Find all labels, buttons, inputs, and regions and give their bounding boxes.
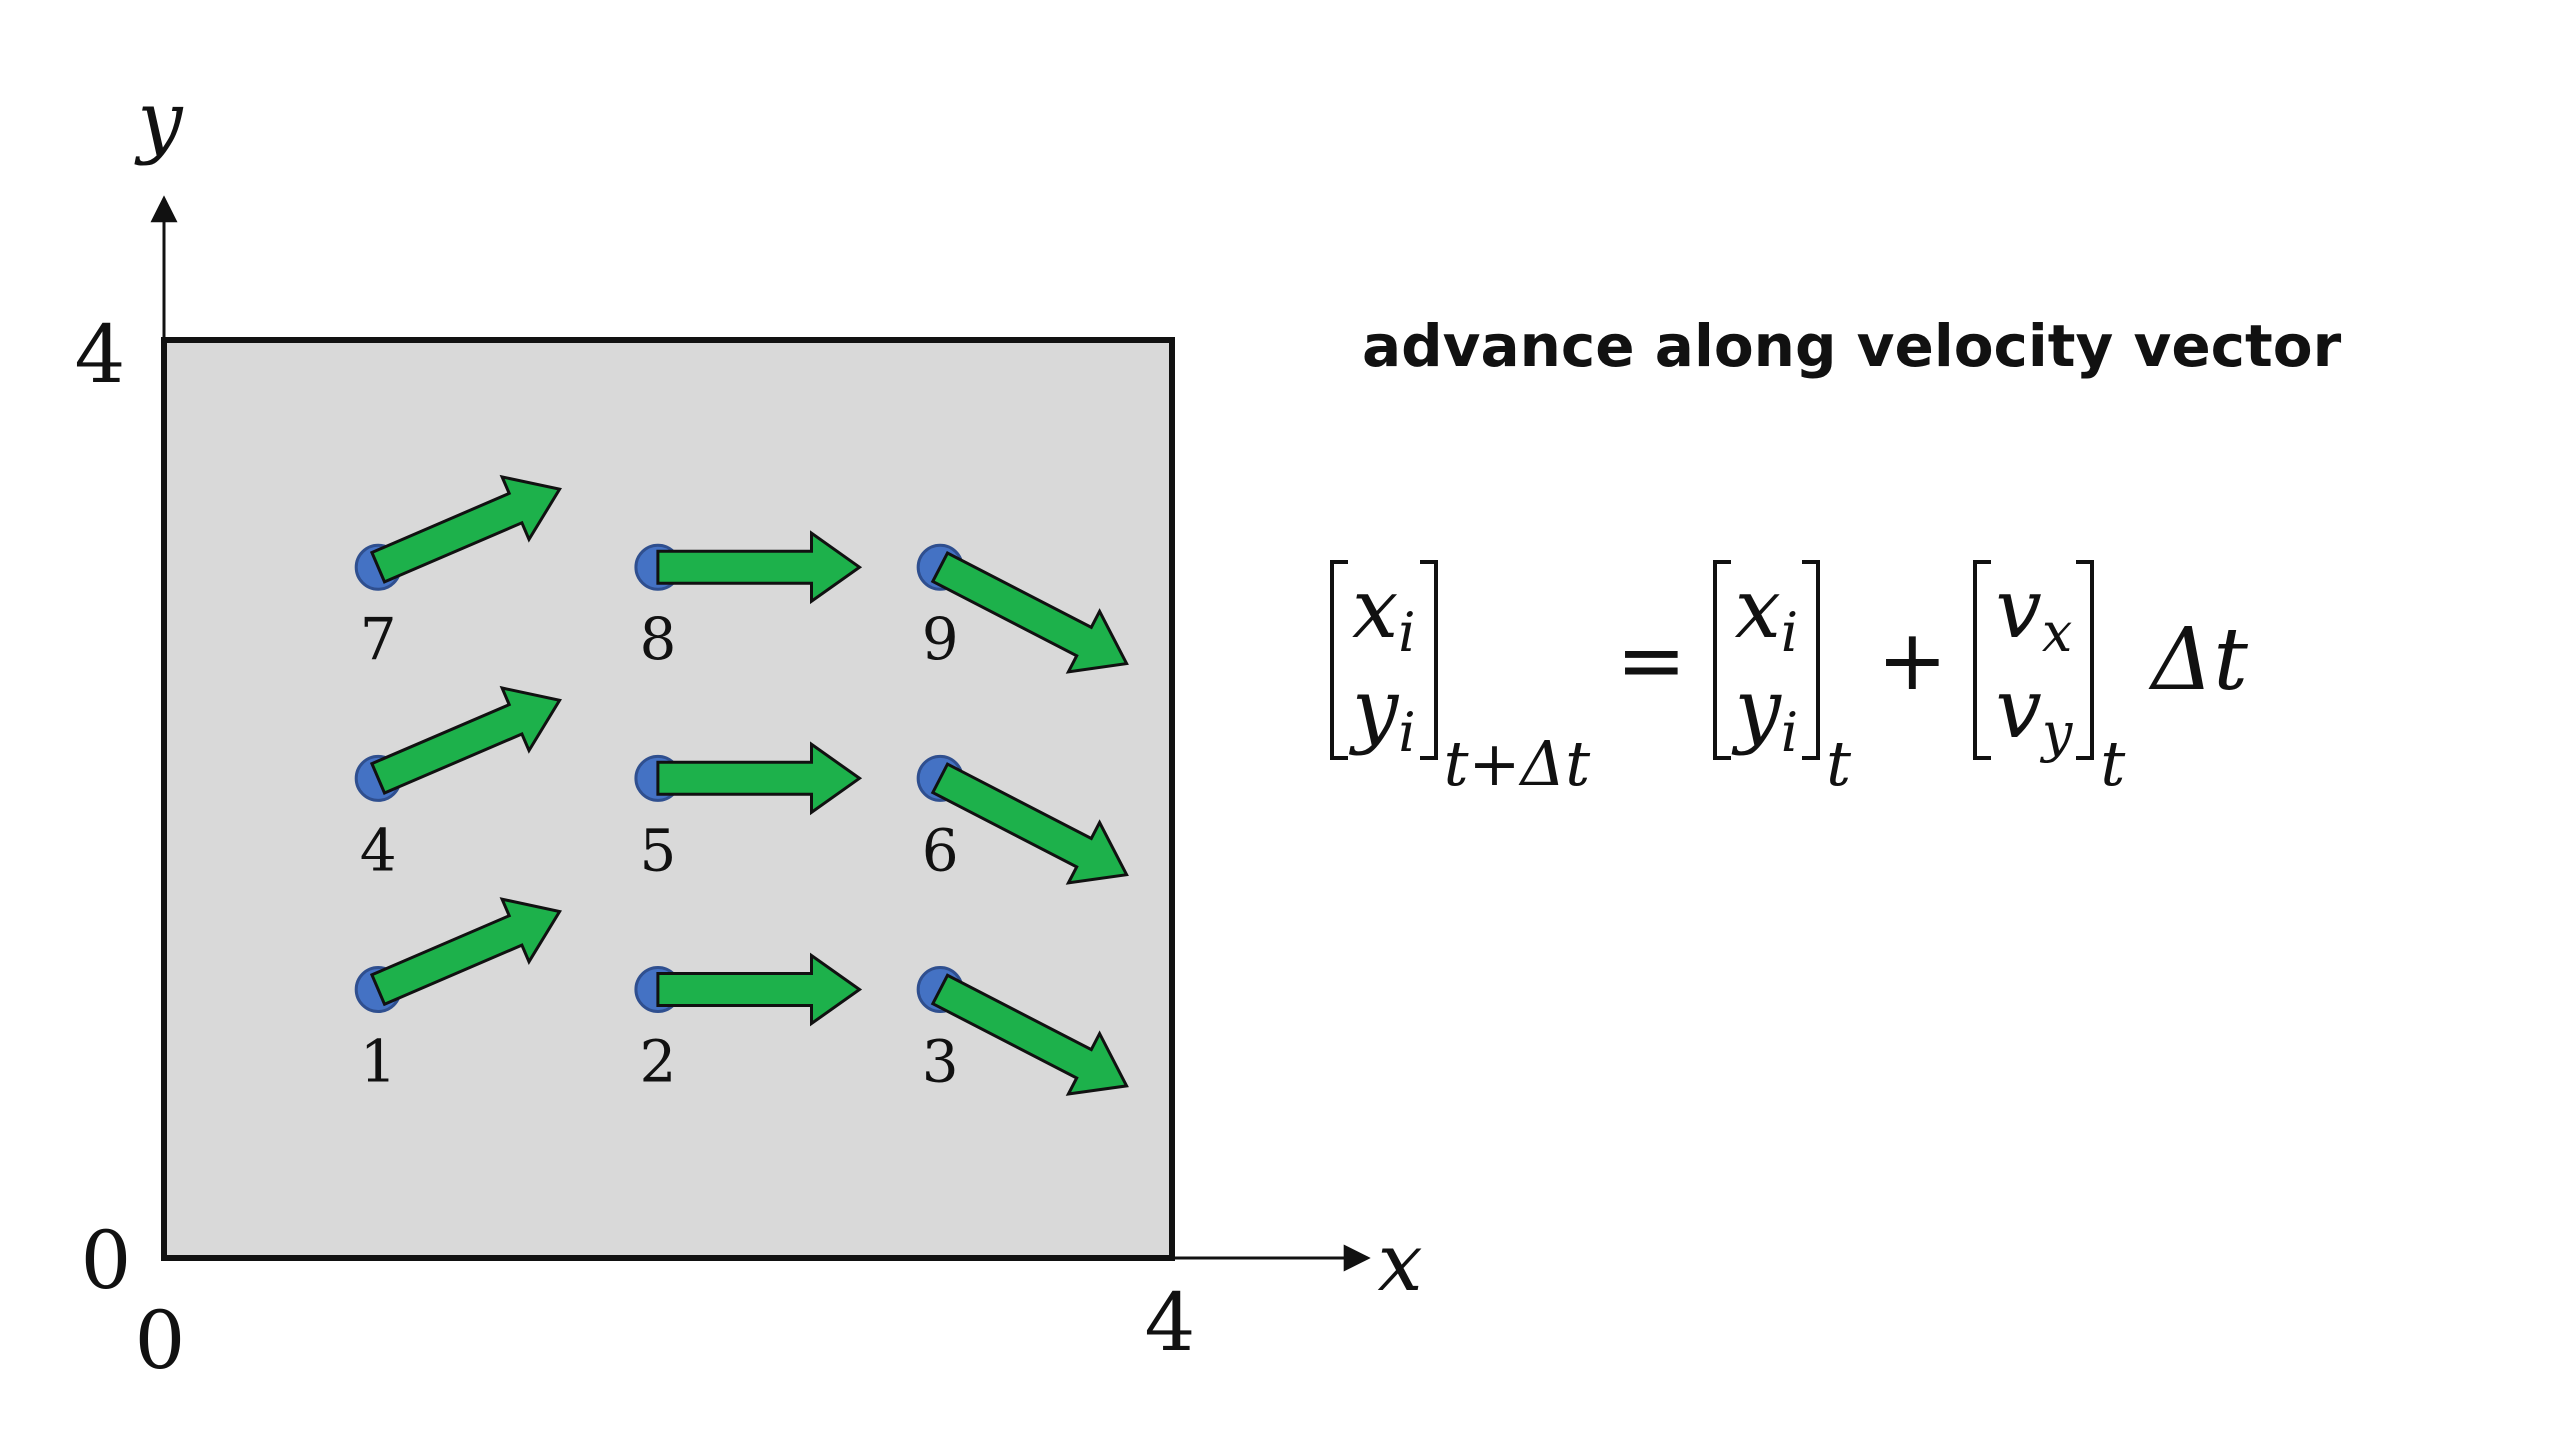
x-tick-max: 4 [1145, 1276, 1196, 1369]
particle-6-label: 6 [922, 816, 959, 884]
particle-7-velocity-arrow [369, 474, 562, 584]
particle-8-velocity-arrow [656, 530, 863, 605]
particle-1-velocity-arrow [369, 897, 562, 1007]
particle-3-label: 3 [922, 1027, 959, 1095]
lhs-matrix: xi yi [1330, 560, 1438, 760]
velocity-top-entry: vx [1995, 562, 2073, 664]
mid-matrix: xi yi [1712, 560, 1821, 764]
y-axis-label: y [134, 74, 184, 167]
particle-8-label: 8 [639, 605, 676, 673]
particle-6-velocity-arrow [930, 762, 1129, 885]
velocity-vector: vx vy t [1973, 560, 2125, 800]
particle-4-velocity-arrow [369, 685, 562, 795]
advection-equation: xi yi t+Δt = xi yi t + vx vy t Δt [1330, 540, 2450, 800]
particle-3-velocity-arrow [930, 973, 1129, 1096]
particle-9-velocity-arrow [930, 550, 1129, 674]
mid-subscript: t [1826, 727, 1852, 800]
x-tick-min: 0 [135, 1294, 186, 1387]
velocity-bottom-entry: vy [1995, 662, 2073, 764]
particle-9-label: 9 [922, 605, 959, 673]
mid-bottom-entry: yi [1734, 662, 1799, 764]
lhs-bottom-entry: yi [1352, 662, 1416, 764]
particle-2-label: 2 [639, 1027, 676, 1095]
velocity-subscript: t [2100, 727, 2126, 800]
particle-5-velocity-arrow [656, 741, 863, 816]
particles-layer: 1 2 3 4 5 6 7 8 9 [354, 474, 1129, 1096]
mid-vector: xi yi t [1712, 560, 1851, 800]
lhs-subscript: t+Δt [1443, 727, 1591, 800]
x-axis-label: x [1377, 1216, 1422, 1309]
y-tick-max: 4 [75, 308, 126, 401]
velocity-matrix: vx vy [1973, 560, 2095, 764]
particle-5-label: 5 [639, 816, 676, 884]
particle-7-label: 7 [360, 605, 397, 673]
plus-sign: + [1877, 611, 1948, 709]
mid-top-entry: xi [1734, 562, 1799, 664]
lhs-top-entry: xi [1352, 562, 1416, 664]
equals-sign: = [1616, 611, 1687, 709]
caption-text: advance along velocity vector [1362, 312, 2342, 380]
lhs-vector: xi yi t+Δt [1330, 560, 1590, 800]
particle-2-velocity-arrow [656, 952, 863, 1027]
y-tick-min: 0 [81, 1214, 132, 1307]
particle-1-label: 1 [360, 1027, 397, 1095]
particle-4-label: 4 [360, 816, 397, 884]
time-step-factor: Δt [2151, 610, 2248, 710]
